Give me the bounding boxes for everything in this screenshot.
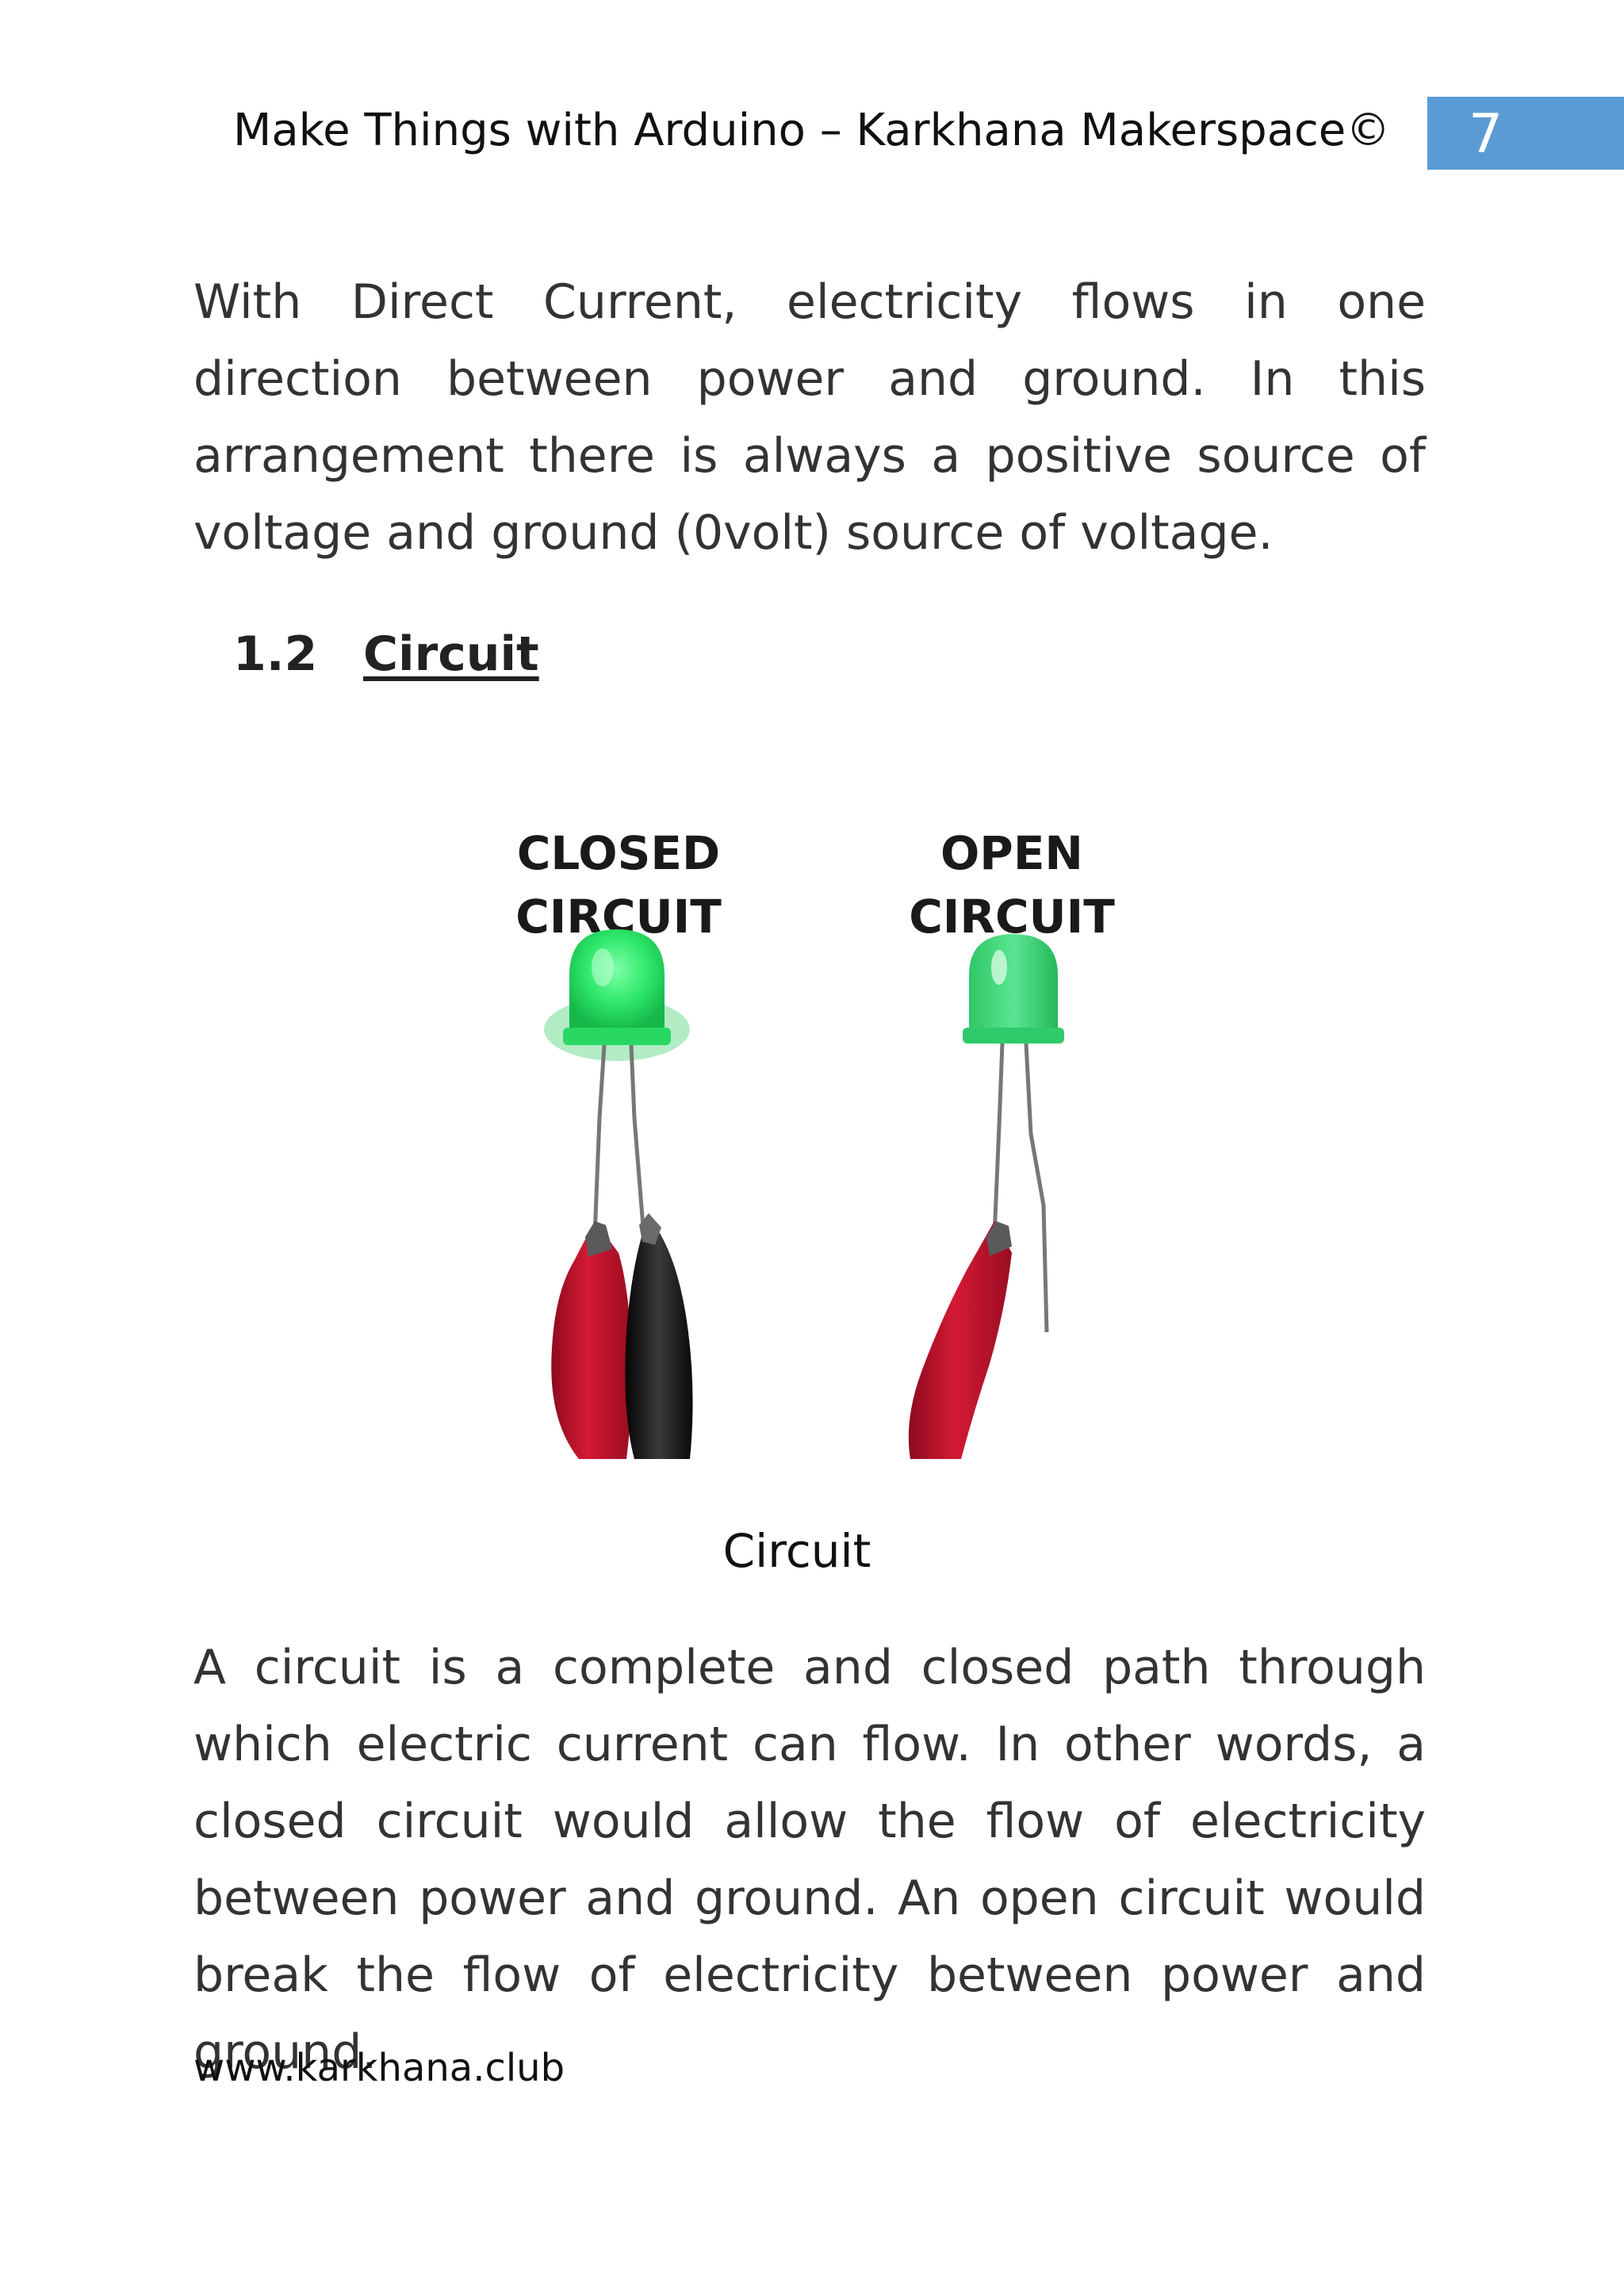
- figure-caption: Circuit: [722, 1524, 871, 1578]
- closed-circuit-black-clip: [625, 1213, 693, 1459]
- open-label-line1: OPEN: [940, 826, 1083, 880]
- circuit-figure: CLOSED CIRCUIT OPEN CIRCUIT: [476, 793, 1221, 1467]
- open-circuit-leads: [992, 1043, 1049, 1333]
- circuit-illustration: [544, 929, 1064, 1459]
- paragraph-circuit-definition: A circuit is a complete and closed path …: [193, 1640, 1426, 2080]
- paragraph-direct-current: With Direct Current, electricity flows i…: [193, 274, 1426, 561]
- section-number: 1.2: [233, 626, 318, 682]
- open-circuit-led: [963, 934, 1064, 1044]
- page-number-badge: 7: [1427, 97, 1624, 170]
- open-circuit-label: OPEN CIRCUIT: [869, 821, 1155, 948]
- closed-circuit-leads: [592, 1044, 646, 1238]
- footer-website-link[interactable]: www.karkhana.club: [193, 2046, 565, 2090]
- closed-circuit-led: [544, 929, 690, 1061]
- closed-label-line1: CLOSED: [516, 826, 721, 880]
- open-circuit-red-clip: [908, 1221, 1012, 1459]
- section-title: Circuit: [363, 626, 539, 682]
- page-number: 7: [1469, 103, 1503, 166]
- section-heading: 1.2 Circuit: [233, 626, 539, 682]
- closed-circuit-red-clip: [551, 1221, 633, 1459]
- header-title: Make Things with Arduino – Karkhana Make…: [233, 105, 1391, 156]
